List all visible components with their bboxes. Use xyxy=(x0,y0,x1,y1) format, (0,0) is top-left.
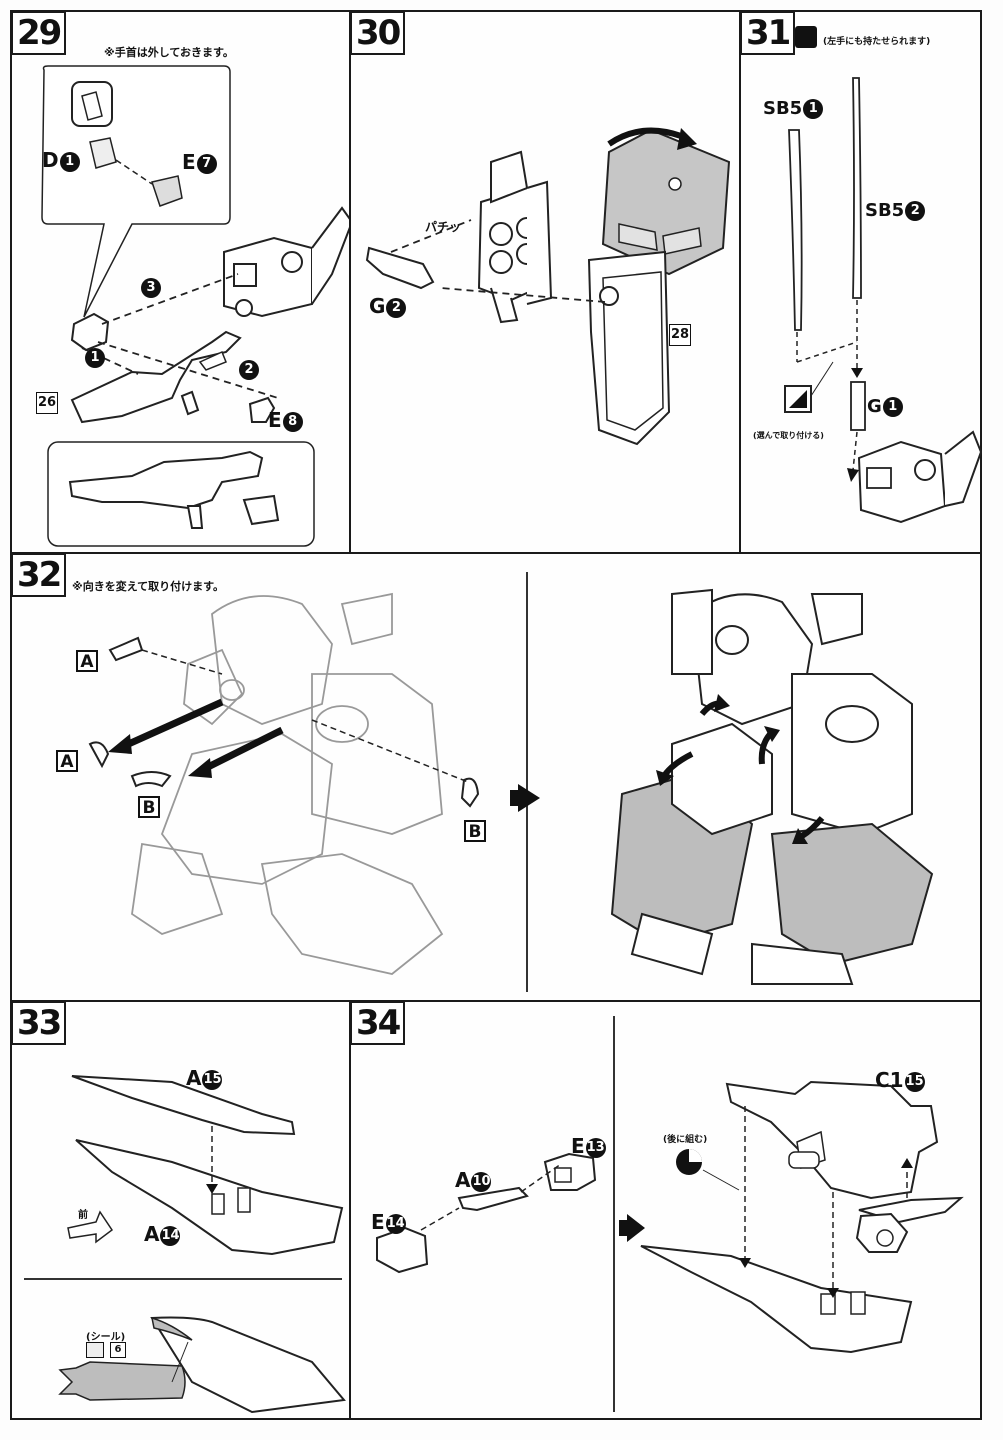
order-arrow-1: 1 xyxy=(84,348,105,368)
step-number: 29 xyxy=(11,11,67,55)
left-right-icon xyxy=(795,26,817,48)
step-subnote: (選んで取り付ける) xyxy=(753,431,824,440)
step-note: ※手首は外しておきます。 xyxy=(104,46,234,59)
divider xyxy=(526,572,528,992)
ref-step-26: 26 xyxy=(36,392,58,414)
step-33-illustration xyxy=(58,1075,346,1414)
step-31-illustration xyxy=(784,77,983,524)
step-number: 32 xyxy=(11,553,67,597)
ref-step-28: 28 xyxy=(669,324,691,346)
front-label: 前 xyxy=(78,1210,88,1221)
step-number: 31 xyxy=(740,11,796,55)
step-30-illustration xyxy=(365,127,731,446)
divider xyxy=(24,1278,342,1280)
part-label-a-mid: A xyxy=(56,750,78,772)
step-number: 30 xyxy=(350,11,406,55)
seal-number: 6 xyxy=(110,1342,126,1358)
step-number: 34 xyxy=(350,1001,406,1045)
step-29-illustration xyxy=(41,65,354,547)
step-note: (左手にも持たせられます) xyxy=(823,37,931,47)
order-arrow-2: 2 xyxy=(238,360,259,380)
seal-label: (シール) xyxy=(86,1332,126,1343)
part-label-a-top: A xyxy=(76,650,98,672)
step-note: ※向きを変えて取り付けます。 xyxy=(72,580,225,593)
part-label-b-left: B xyxy=(138,796,160,818)
seal-icon xyxy=(86,1342,104,1358)
step-34-illustration xyxy=(376,1080,964,1354)
step-32-illustration xyxy=(88,588,934,985)
sound-effect: パチッ xyxy=(425,220,462,234)
order-arrow-3: 3 xyxy=(140,278,161,298)
step-number: 33 xyxy=(11,1001,67,1045)
caption-later: (後に組む) xyxy=(663,1135,708,1145)
part-label-b-right: B xyxy=(464,820,486,842)
step-32-panel: 32 ※向きを変えて取り付けます。 xyxy=(10,552,982,1002)
divider xyxy=(613,1016,615,1412)
